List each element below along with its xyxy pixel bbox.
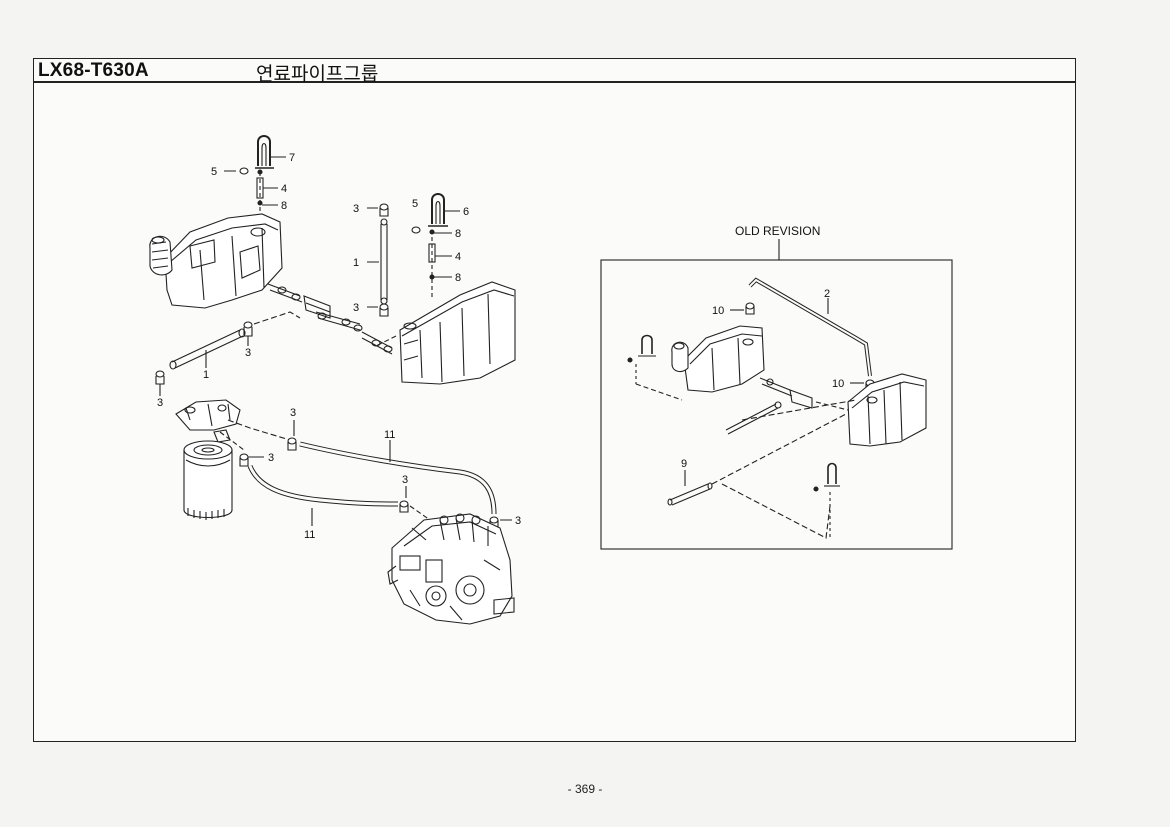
callout-3: 3 bbox=[268, 452, 274, 464]
old-revision-box bbox=[600, 259, 953, 550]
tank-connector-pipes bbox=[253, 283, 393, 355]
sub-tank bbox=[375, 281, 516, 385]
callout-8: 8 bbox=[455, 228, 461, 240]
callout-10: 10 bbox=[832, 378, 844, 390]
callout-5: 5 bbox=[412, 198, 418, 210]
old-revision-lower-cap bbox=[813, 462, 840, 540]
old-revision-sub-tank bbox=[847, 373, 927, 447]
callout-8: 8 bbox=[281, 200, 287, 212]
callout-4: 4 bbox=[281, 183, 287, 195]
old-revision-cap-assembly bbox=[627, 334, 683, 401]
old-revision-tank bbox=[671, 325, 765, 393]
callout-3: 3 bbox=[245, 347, 251, 359]
callout-8: 8 bbox=[455, 272, 461, 284]
fuel-pipe-lower bbox=[155, 321, 253, 396]
callout-3: 3 bbox=[353, 203, 359, 215]
tank-cap-assembly bbox=[224, 135, 286, 214]
injection-pump bbox=[387, 513, 515, 625]
callout-2: 2 bbox=[824, 288, 830, 300]
fuel-hose-upper bbox=[287, 420, 512, 529]
callout-11: 11 bbox=[304, 529, 315, 541]
callout-1: 1 bbox=[203, 369, 209, 381]
old-revision-label: OLD REVISION bbox=[735, 224, 820, 238]
callout-3: 3 bbox=[402, 474, 408, 486]
old-revision-connectors bbox=[725, 377, 857, 435]
sub-tank-cap-assembly bbox=[411, 193, 460, 300]
page-number: - 369 - bbox=[567, 782, 603, 796]
callout-10: 10 bbox=[712, 305, 724, 317]
fuel-pipe-vertical bbox=[367, 203, 389, 317]
callout-7: 7 bbox=[289, 152, 295, 164]
group-title: 연료파이프그룹 bbox=[256, 63, 379, 85]
callout-1: 1 bbox=[353, 257, 359, 269]
fuel-tank bbox=[149, 213, 283, 309]
callout-9: 9 bbox=[681, 458, 687, 470]
fuel-hose-lower bbox=[239, 453, 431, 526]
fuel-filter bbox=[175, 399, 291, 520]
callout-5: 5 bbox=[211, 166, 217, 178]
callout-3: 3 bbox=[353, 302, 359, 314]
callout-11: 11 bbox=[384, 429, 395, 441]
callout-6: 6 bbox=[463, 206, 469, 218]
old-revision-pipe-9 bbox=[667, 413, 847, 539]
callout-3: 3 bbox=[157, 397, 163, 409]
callout-3: 3 bbox=[290, 407, 296, 419]
callout-3: 3 bbox=[515, 515, 521, 527]
model-code: LX68-T630A bbox=[38, 60, 149, 81]
header-bar: LX68-T630A 연료파이프그룹 bbox=[34, 59, 1075, 85]
callout-4: 4 bbox=[455, 251, 461, 263]
